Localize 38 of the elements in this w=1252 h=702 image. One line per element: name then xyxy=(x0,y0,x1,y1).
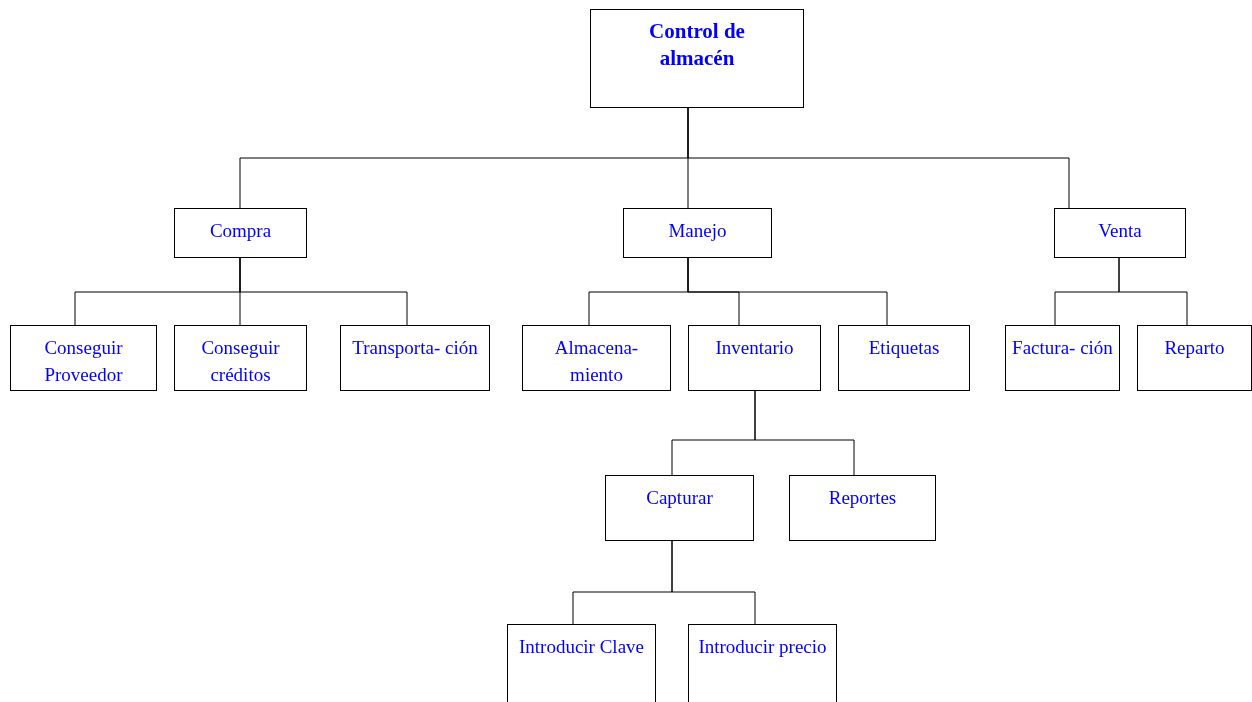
box-label: Almacena- miento xyxy=(553,336,640,387)
org-box xyxy=(688,325,821,391)
connector-line xyxy=(239,256,408,326)
org-box xyxy=(174,325,307,391)
box-label: Control de almacén xyxy=(648,18,746,72)
box-label: Etiquetas xyxy=(868,336,940,360)
box-label: Compra xyxy=(209,219,272,243)
connector-line xyxy=(687,256,888,326)
box-label: Factura- ción xyxy=(1012,336,1113,360)
org-box xyxy=(174,208,307,258)
org-box xyxy=(1137,325,1252,391)
org-box xyxy=(1054,208,1186,258)
box-label: Introducir precio xyxy=(698,635,827,659)
org-box xyxy=(522,325,671,391)
box-label: Conseguir Proveedor xyxy=(43,336,124,387)
org-box xyxy=(507,624,656,702)
box-label: Reparto xyxy=(1164,336,1225,360)
box-label: Venta xyxy=(1098,219,1142,243)
org-box xyxy=(623,208,772,258)
box-label: Transporta- ción xyxy=(352,336,478,360)
connector-line xyxy=(1118,256,1188,326)
box-label: Capturar xyxy=(646,486,713,510)
box-label: Introducir Clave xyxy=(518,635,644,659)
box-label: Manejo xyxy=(668,219,727,243)
org-box xyxy=(340,325,490,391)
org-box xyxy=(10,325,157,391)
box-label: Inventario xyxy=(715,336,794,360)
box-label: Conseguir créditos xyxy=(200,336,281,387)
connector-line xyxy=(687,106,1070,209)
org-box xyxy=(605,475,754,541)
org-box xyxy=(1005,325,1120,391)
org-box xyxy=(789,475,936,541)
connector-line xyxy=(671,539,756,625)
box-label: Reportes xyxy=(828,486,897,510)
org-box xyxy=(838,325,970,391)
org-box xyxy=(590,9,804,108)
org-box xyxy=(688,624,837,702)
connector-line xyxy=(754,389,855,476)
